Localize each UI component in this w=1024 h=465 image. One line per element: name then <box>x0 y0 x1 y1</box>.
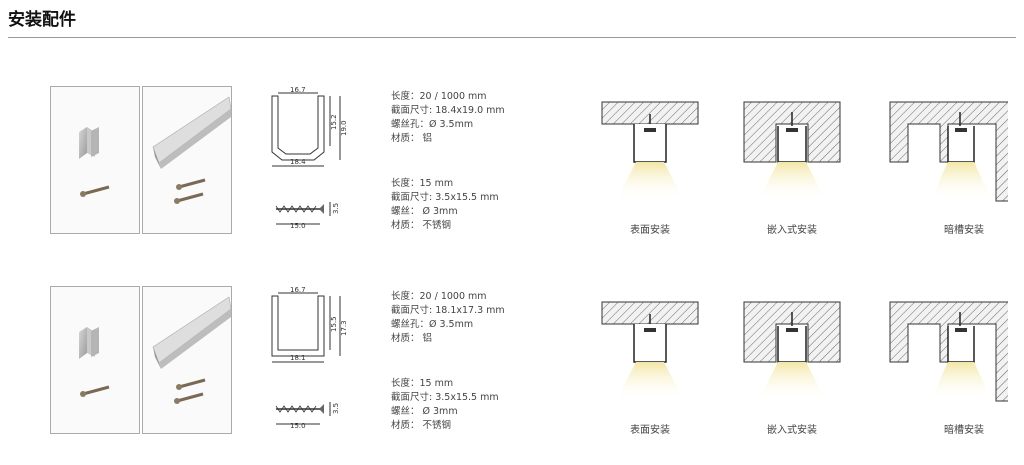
spec-material: 材质： 铝 <box>391 133 433 144</box>
dim-top-width: 16.7 <box>290 86 306 94</box>
profile-spec-block: 长度：20 / 1000 mm 截面尺寸: 18.4x19.0 mm 螺丝孔：Ø… <box>391 90 505 146</box>
dim-top-width: 16.7 <box>290 286 306 294</box>
screw-image <box>80 185 110 197</box>
cove-mount-diagram: 暗槽安装 <box>888 86 1017 236</box>
recessed-mount-diagram: 嵌入式安装 <box>742 286 842 436</box>
spec-length: 长度：20 / 1000 mm <box>391 91 487 102</box>
dim-bottom-width: 18.1 <box>290 354 306 362</box>
profile-dimension-drawing: 16.7 18.1 15.5 17.3 15.0 3.5 <box>271 286 348 430</box>
spec-material: 材质： 铝 <box>391 333 433 344</box>
profile-installed-photo <box>142 286 232 434</box>
profile-installed-photo <box>142 86 232 234</box>
surface-mount-diagram: 表面安装 <box>600 286 700 436</box>
clip-image <box>79 327 99 359</box>
install-label-surface: 表面安装 <box>630 225 670 236</box>
dim-screw-length: 15.0 <box>290 222 306 230</box>
profile-photo <box>50 86 140 234</box>
spec-hole: 螺丝孔：Ø 3.5mm <box>391 119 474 130</box>
install-label-cove: 暗槽安装 <box>944 225 984 236</box>
profile-image <box>152 296 232 369</box>
header-divider <box>8 37 1016 38</box>
clip-image <box>79 127 99 159</box>
profile-image <box>152 96 232 169</box>
spec-material: 材质： 不锈钢 <box>391 420 452 431</box>
spec-screw: 螺丝： Ø 3mm <box>391 206 458 217</box>
product-row-2: 16.7 18.1 15.5 17.3 15.0 3.5 长度：20 / 100… <box>0 286 1024 436</box>
dim-screw-head: 3.5 <box>332 203 340 214</box>
product-row-1: 16.7 18.4 15.2 19.0 15.0 3.5 长度：20 / 100… <box>0 86 1024 236</box>
screw-dimension-drawing: 15.0 3.5 <box>275 402 340 430</box>
dim-screw-length: 15.0 <box>290 422 306 430</box>
dim-outer-height: 17.3 <box>340 320 348 336</box>
install-label-surface: 表面安装 <box>630 425 670 436</box>
spec-section: 截面尺寸: 3.5x15.5 mm <box>391 192 499 203</box>
dim-inner-height: 15.5 <box>330 316 338 332</box>
screw-spec-block: 长度：15 mm 截面尺寸: 3.5x15.5 mm 螺丝： Ø 3mm 材质：… <box>391 377 499 433</box>
spec-hole: 螺丝孔：Ø 3.5mm <box>391 319 474 330</box>
cove-mount-diagram: 暗槽安装 <box>888 286 1017 436</box>
screw-dimension-drawing: 15.0 3.5 <box>275 202 340 230</box>
dim-outer-height: 19.0 <box>340 120 348 136</box>
spec-length: 长度：15 mm <box>391 378 454 389</box>
install-label-recessed: 嵌入式安装 <box>767 425 817 436</box>
spec-section: 截面尺寸: 18.4x19.0 mm <box>391 105 505 116</box>
spec-section: 截面尺寸: 3.5x15.5 mm <box>391 392 499 403</box>
spec-material: 材质： 不锈钢 <box>391 220 452 231</box>
screw-spec-block: 长度：15 mm 截面尺寸: 3.5x15.5 mm 螺丝： Ø 3mm 材质：… <box>391 177 499 233</box>
profile-dimension-drawing: 16.7 18.4 15.2 19.0 15.0 3.5 <box>271 86 348 230</box>
spec-length: 长度：20 / 1000 mm <box>391 291 487 302</box>
dim-screw-head: 3.5 <box>332 403 340 414</box>
section-title: 安装配件 <box>8 10 76 30</box>
install-label-recessed: 嵌入式安装 <box>767 225 817 236</box>
screw-image-pair <box>174 178 206 204</box>
screw-image <box>80 385 110 397</box>
profile-spec-block: 长度：20 / 1000 mm 截面尺寸: 18.1x17.3 mm 螺丝孔：Ø… <box>391 290 505 346</box>
dim-inner-height: 15.2 <box>330 114 338 130</box>
screw-image-pair <box>174 378 206 404</box>
profile-photo <box>50 286 140 434</box>
spec-section: 截面尺寸: 18.1x17.3 mm <box>391 305 505 316</box>
spec-length: 长度：15 mm <box>391 178 454 189</box>
install-label-cove: 暗槽安装 <box>944 425 984 436</box>
dim-bottom-width: 18.4 <box>290 158 306 166</box>
spec-screw: 螺丝： Ø 3mm <box>391 406 458 417</box>
recessed-mount-diagram: 嵌入式安装 <box>742 86 842 236</box>
surface-mount-diagram: 表面安装 <box>600 86 700 236</box>
